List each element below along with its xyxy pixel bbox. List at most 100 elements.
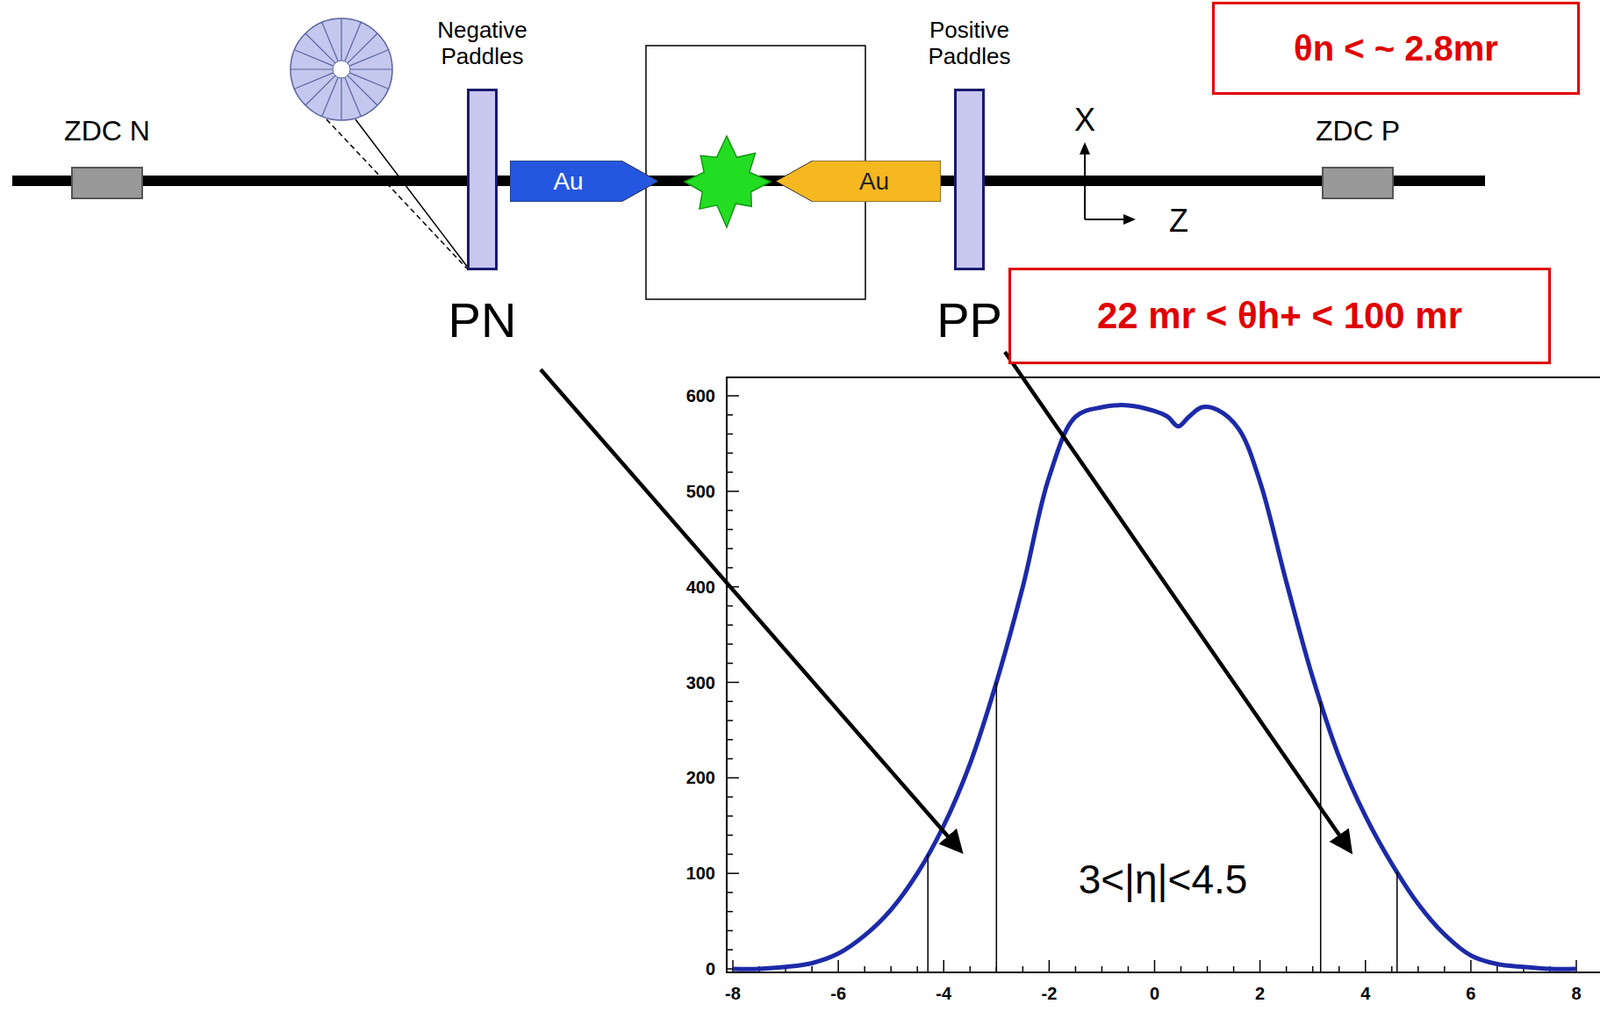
y-tick [726,471,733,474]
z-axis-arrow [1084,218,1127,221]
arrow-outline [775,160,941,202]
wheel-spoke [344,21,361,61]
y-tick [726,605,733,608]
beam-arrow: Au [509,160,659,202]
node-label: θn < ~ 2.8mr [1293,28,1499,69]
x-tick [1470,960,1472,973]
x-tick [1075,966,1077,973]
angle-callout: θn < ~ 2.8mr [1212,1,1580,95]
wheel-outline [290,18,393,121]
wheel-spoke [347,75,378,106]
y-tick [726,643,733,646]
paddle-detector: Positive PaddlesPP [954,88,985,271]
node-heading: ZDC P [1315,114,1400,148]
x-tick [1206,966,1209,973]
x-tick [1417,966,1420,973]
eta-distribution-chart [726,377,1600,973]
range-label: 3<|η|<4.5 [1078,857,1249,903]
eta-cut-line [1396,871,1399,973]
tick-label: 600 [684,386,718,406]
leader-dashed [326,119,467,269]
arrowhead [1123,214,1136,225]
tick-label: 8 [1569,983,1583,1004]
axis-name: X [1074,102,1096,138]
x-tick [1285,966,1288,973]
eta-cut-line [996,682,998,974]
node-heading: PN [448,292,517,349]
zdc-detector: ZDC P [1321,166,1394,200]
tick-label: 2 [1253,983,1267,1004]
tick-label: 0 [1147,983,1162,1004]
x-tick [1496,966,1499,973]
y-tick [726,433,733,436]
y-tick [726,739,733,741]
tick-label: -6 [828,983,848,1004]
y-tick [726,662,733,665]
pointer-arrow [540,369,961,851]
wheel-spoke [344,77,361,116]
x-tick [1391,966,1393,973]
y-tick [726,452,733,455]
zdc-detector: ZDC N [71,166,144,200]
y-tick [726,547,733,550]
wheel-spoke [349,72,388,89]
y-tick [726,681,740,684]
tick-label: 100 [684,863,718,883]
node-heading: PP [936,292,1003,349]
y-tick [726,834,733,837]
wheel-spoke [294,72,333,89]
beam-arrow: Au [775,160,941,202]
y-tick [726,796,733,798]
node-label: 22 mr < θh+ < 100 mr [1097,294,1463,338]
x-tick [1127,966,1130,973]
x-tick [1154,960,1156,973]
y-tick [726,624,733,626]
x-tick [1312,966,1314,973]
collision-star [684,136,771,228]
tick-label: 300 [684,673,718,693]
arrowhead [1079,142,1091,155]
y-tick [726,394,740,397]
wheel-spoke [347,33,378,64]
x-tick [943,960,946,973]
tick-label: 0 [703,959,718,979]
pointer-arrow [1004,351,1350,851]
y-tick [726,815,733,818]
x-tick [810,966,813,973]
wheel-spoke [305,75,336,106]
wheel-spoke [322,77,338,116]
tick-label: -8 [723,983,743,1004]
y-tick [726,490,740,493]
wheel-spoke [322,21,338,61]
y-tick [726,853,733,856]
eta-cut-line [926,853,929,973]
x-tick [837,960,840,973]
x-tick [916,966,919,973]
leader-line [355,119,469,269]
tick-label: 4 [1358,983,1372,1004]
y-tick [726,701,733,704]
y-tick [726,566,733,569]
arrow-outline [509,160,659,202]
tick-label: 200 [684,767,718,788]
arrow-shape [509,160,659,202]
y-tick [726,948,733,951]
x-tick [1180,966,1183,973]
angle-callout: 22 mr < θh+ < 100 mr [1008,267,1551,365]
paddle-detector: Negative PaddlesPN [466,88,498,271]
wheel-spoke [349,50,388,66]
node-heading: Negative Paddles [425,17,540,71]
y-tick [726,891,733,894]
x-tick [1101,966,1104,973]
y-tick [726,777,740,780]
x-tick [1233,966,1235,973]
star-shape [684,136,771,228]
wheel-spoke [340,78,342,121]
wheel-spoke [305,33,336,64]
y-tick [726,719,733,722]
plot-frame [726,377,1600,973]
y-tick [726,911,733,913]
wheel-spoke [350,68,393,70]
tick-label: -4 [933,983,954,1004]
